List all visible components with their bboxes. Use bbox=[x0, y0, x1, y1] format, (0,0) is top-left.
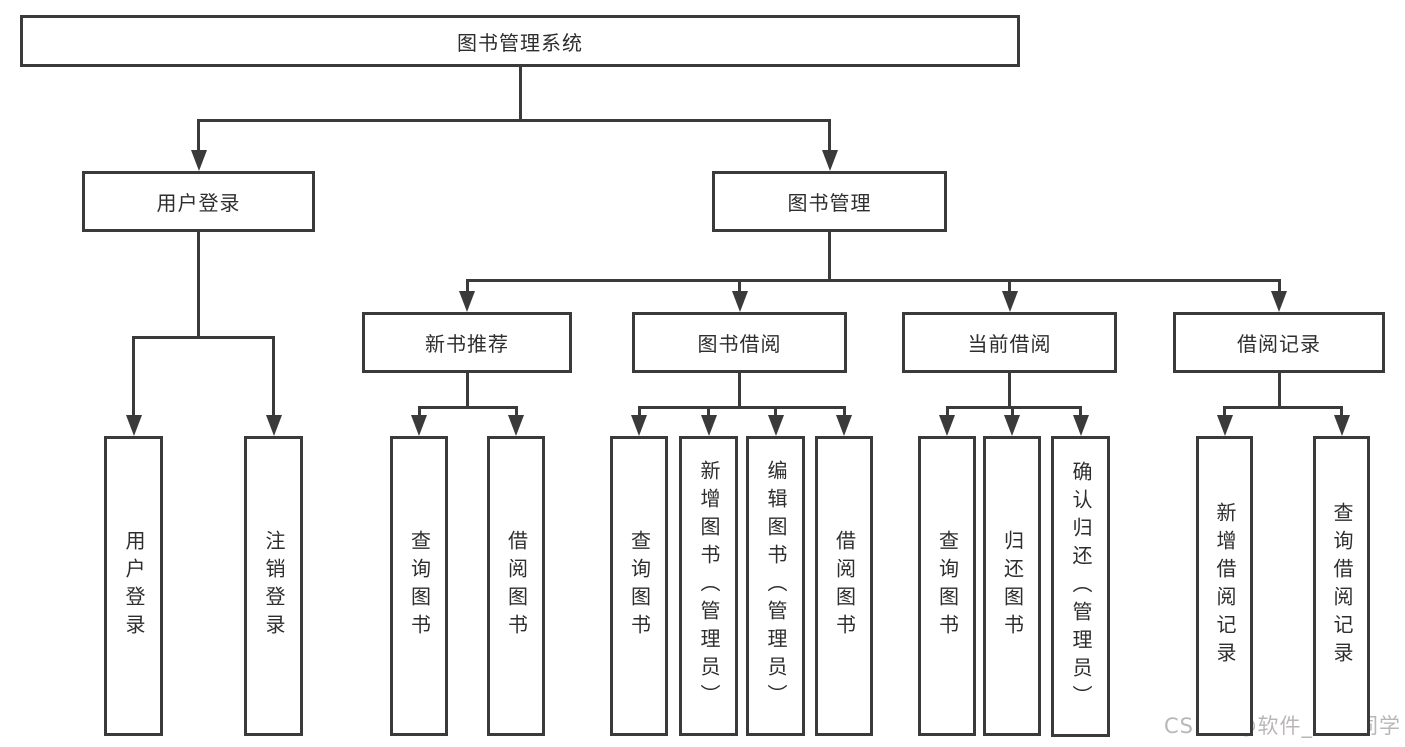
node-bb-query: 查询图书 bbox=[610, 436, 668, 736]
connector-drop-book-borrow bbox=[738, 280, 741, 293]
arrowhead-book-borrow bbox=[731, 291, 748, 312]
node-book-borrow: 图书借阅 bbox=[632, 312, 847, 373]
connector-drop-cb-confirm bbox=[1079, 407, 1082, 417]
node-cb-query-label: 查询图书 bbox=[935, 530, 960, 642]
node-br-add: 新增借阅记录 bbox=[1196, 436, 1253, 736]
node-bb-edit-label: 编辑图书（管理员） bbox=[764, 460, 788, 712]
connector-stem-root bbox=[518, 66, 522, 122]
arrowhead-bb-edit bbox=[767, 415, 784, 436]
node-login: 用户登录 bbox=[104, 436, 163, 736]
connector-stem-user-login bbox=[197, 231, 200, 339]
node-login-label: 用户登录 bbox=[122, 530, 146, 642]
connector-drop-br-query bbox=[1340, 407, 1343, 417]
arrowhead-new-book-rec bbox=[459, 291, 475, 312]
node-book-mgmt-label: 图书管理 bbox=[787, 191, 872, 215]
node-nb-query-label: 查询图书 bbox=[407, 530, 432, 642]
node-book-borrow-label: 图书借阅 bbox=[697, 332, 782, 356]
node-bb-borrow: 借阅图书 bbox=[815, 436, 873, 736]
connector-stem-book-borrow bbox=[738, 372, 741, 409]
arrowhead-cb-confirm bbox=[1072, 415, 1089, 436]
connector-drop-nb-query bbox=[417, 407, 421, 417]
arrowhead-login bbox=[125, 415, 142, 436]
connector-bus-current-borrow bbox=[945, 405, 1082, 409]
node-br-query-label: 查询借阅记录 bbox=[1330, 502, 1354, 670]
node-current-borrow: 当前借阅 bbox=[902, 312, 1117, 373]
node-bb-add-label: 新增图书（管理员） bbox=[697, 460, 721, 712]
node-bb-edit: 编辑图书（管理员） bbox=[746, 436, 805, 736]
node-cb-return-label: 归还图书 bbox=[1000, 530, 1025, 642]
connector-bus-root bbox=[197, 118, 831, 122]
connector-bus-new-book-rec bbox=[417, 405, 518, 409]
connector-bus-user-login bbox=[132, 335, 275, 339]
node-cb-query: 查询图书 bbox=[918, 436, 976, 736]
arrowhead-br-query bbox=[1333, 415, 1350, 436]
node-new-book-rec-label: 新书推荐 bbox=[425, 332, 509, 356]
arrowhead-nb-borrow bbox=[508, 415, 524, 436]
connector-drop-book-mgmt bbox=[828, 120, 831, 152]
node-nb-borrow: 借阅图书 bbox=[487, 436, 545, 736]
node-cb-return: 归还图书 bbox=[983, 436, 1041, 736]
node-current-borrow-label: 当前借阅 bbox=[967, 332, 1052, 356]
node-root: 图书管理系统 bbox=[20, 15, 1020, 67]
node-bb-query-label: 查询图书 bbox=[627, 530, 652, 642]
connector-drop-bb-add bbox=[707, 407, 710, 417]
connector-bus-borrow-records bbox=[1223, 405, 1343, 409]
connector-stem-current-borrow bbox=[1008, 372, 1011, 409]
arrowhead-user-login bbox=[190, 150, 207, 171]
connector-stem-new-book-rec bbox=[465, 372, 469, 409]
arrowhead-bb-borrow bbox=[836, 415, 852, 436]
connector-stem-book-mgmt bbox=[828, 231, 831, 282]
connector-drop-current-borrow bbox=[1008, 280, 1011, 293]
connector-drop-user-login bbox=[197, 120, 200, 152]
arrowhead-book-mgmt bbox=[821, 150, 838, 171]
node-root-label: 图书管理系统 bbox=[457, 30, 583, 55]
arrowhead-bb-query bbox=[631, 415, 647, 436]
connector-drop-new-book-rec bbox=[465, 280, 469, 293]
node-borrow-records-label: 借阅记录 bbox=[1237, 332, 1321, 356]
connector-bus-book-borrow bbox=[637, 405, 846, 409]
arrowhead-nb-query bbox=[411, 415, 427, 436]
connector-drop-bb-borrow bbox=[842, 407, 846, 417]
node-user-login: 用户登录 bbox=[82, 171, 315, 232]
arrowhead-logout bbox=[265, 415, 282, 436]
node-cb-confirm: 确认归还（管理员） bbox=[1051, 436, 1110, 737]
connector-drop-bb-edit bbox=[774, 407, 777, 417]
connector-drop-borrow-records bbox=[1277, 280, 1281, 293]
node-cb-confirm-label: 确认归还（管理员） bbox=[1069, 460, 1093, 713]
node-logout-label: 注销登录 bbox=[262, 530, 286, 642]
node-logout: 注销登录 bbox=[244, 436, 303, 736]
arrowhead-cb-return bbox=[1004, 415, 1020, 436]
node-bb-borrow-label: 借阅图书 bbox=[832, 530, 857, 642]
connector-drop-cb-query bbox=[945, 407, 949, 417]
arrowhead-current-borrow bbox=[1001, 291, 1018, 312]
arrowhead-br-add bbox=[1216, 415, 1233, 436]
node-bb-add: 新增图书（管理员） bbox=[679, 436, 738, 736]
connector-drop-br-add bbox=[1223, 407, 1226, 417]
node-nb-borrow-label: 借阅图书 bbox=[504, 530, 529, 642]
node-br-query: 查询借阅记录 bbox=[1313, 436, 1370, 736]
connector-drop-bb-query bbox=[637, 407, 641, 417]
arrowhead-cb-query bbox=[939, 415, 955, 436]
connector-drop-logout bbox=[272, 337, 275, 417]
connector-drop-cb-return bbox=[1010, 407, 1014, 417]
arrowhead-bb-add bbox=[700, 415, 717, 436]
connector-stem-borrow-records bbox=[1277, 372, 1281, 409]
connector-drop-login bbox=[132, 337, 135, 417]
node-nb-query: 查询图书 bbox=[390, 436, 448, 736]
node-br-add-label: 新增借阅记录 bbox=[1213, 502, 1237, 670]
connector-bus-book-mgmt bbox=[465, 278, 1281, 282]
node-borrow-records: 借阅记录 bbox=[1173, 312, 1385, 373]
connector-drop-nb-borrow bbox=[514, 407, 518, 417]
node-user-login-label: 用户登录 bbox=[156, 191, 241, 215]
arrowhead-borrow-records bbox=[1271, 291, 1287, 312]
node-new-book-rec: 新书推荐 bbox=[362, 312, 572, 373]
node-book-mgmt: 图书管理 bbox=[712, 171, 947, 232]
